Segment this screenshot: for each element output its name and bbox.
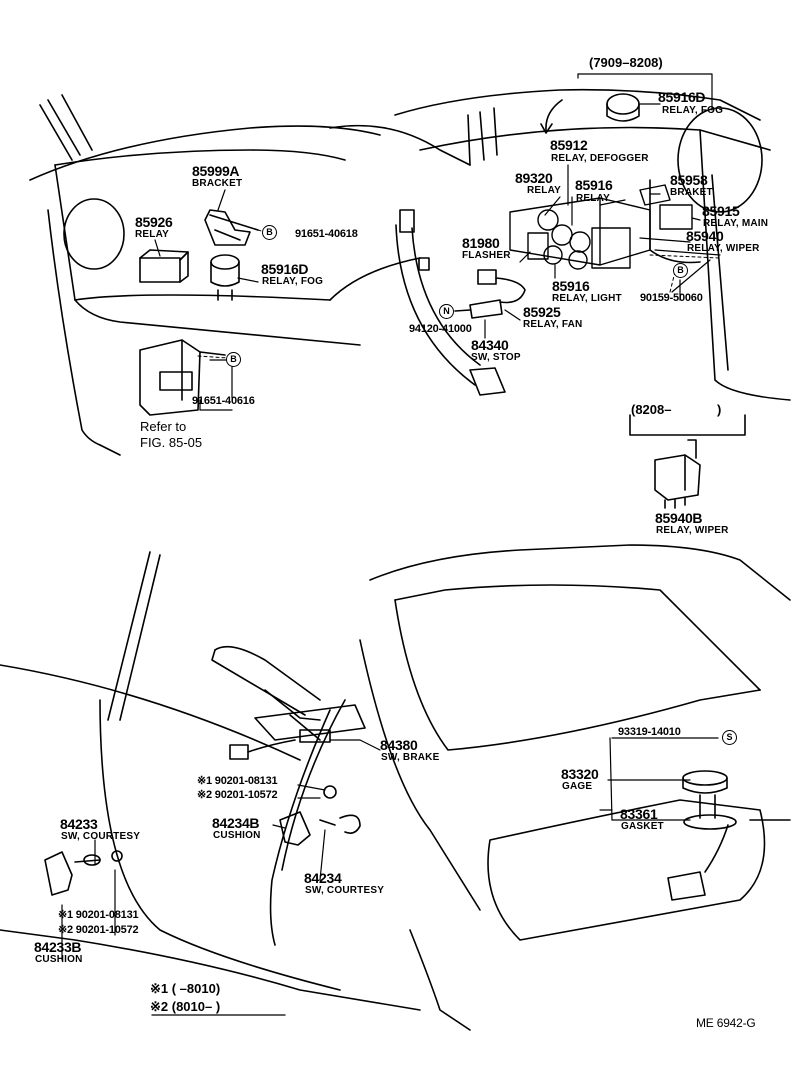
part-name-gasket: GASKET [621, 821, 664, 832]
relay-cluster [509, 184, 693, 270]
bolt-note2-lower: ※2 90201-10572 [58, 924, 139, 936]
part-name-relay-light: RELAY, LIGHT [552, 293, 622, 304]
marker-b-2: B [226, 352, 241, 367]
legend-row-2: ※2 (8010– ) [150, 999, 221, 1014]
bolt-note1-upper: ※1 90201-08131 [197, 775, 278, 787]
bolt-93319-14010: 93319-14010 [618, 726, 681, 738]
bolt-note2-upper: ※2 90201-10572 [197, 789, 278, 801]
part-name-relay-fog-top: RELAY, FOG [662, 105, 724, 116]
drawing-code: ME 6942-G [696, 1016, 756, 1030]
brake-pedal [395, 209, 506, 396]
part-number-84233b: 84233B [34, 939, 82, 955]
courtesy-switch-mid [279, 785, 361, 846]
part-name-relay-wiper-inset: RELAY, WIPER [656, 525, 729, 536]
parking-brake [211, 645, 366, 760]
part-name-sw-stop: SW, STOP [471, 352, 521, 363]
relay-fog-top [540, 93, 640, 134]
inset-date-close: ) [717, 402, 722, 417]
courtesy-switch-left [44, 850, 123, 896]
part-number-85916-mid: 85916 [575, 177, 613, 193]
part-number-85915: 85915 [702, 203, 740, 219]
part-number-85925: 85925 [523, 304, 561, 320]
part-name-sw-brake: SW, BRAKE [381, 752, 440, 763]
part-name-cushion-84234b: CUSHION [213, 830, 261, 841]
leader-lines [61, 73, 721, 961]
part-number-85940: 85940 [686, 228, 724, 244]
part-name-relay-fan: RELAY, FAN [523, 319, 583, 330]
part-number-84234: 84234 [304, 870, 342, 886]
refer-line-1: Refer to [140, 419, 187, 434]
part-name-braket: BRAKET [670, 187, 713, 198]
part-number-83361: 83361 [620, 806, 658, 822]
part-number-85916-light: 85916 [552, 278, 590, 294]
part-number-84340: 84340 [471, 337, 509, 353]
part-number-85940b: 85940B [655, 510, 703, 526]
part-number-85916d-top: 85916D [658, 89, 706, 105]
part-name-relay-89320: RELAY [527, 185, 561, 196]
left-relays [139, 209, 259, 416]
refer-line-2: FIG. 85-05 [140, 435, 203, 450]
part-name-sw-courtesy-84234: SW, COURTESY [305, 885, 385, 896]
lower-right-body [359, 544, 791, 1031]
bolt-94120-41000: 94120-41000 [409, 323, 472, 335]
bolt-note1-lower: ※1 90201-08131 [58, 909, 139, 921]
bolt-91651-40616: 91651-40616 [192, 395, 255, 407]
marker-n: N [439, 304, 454, 319]
part-name-relay-fog-left: RELAY, FOG [262, 276, 324, 287]
part-number-84380: 84380 [380, 737, 418, 753]
part-number-89320: 89320 [515, 170, 553, 186]
inset-relay [629, 414, 746, 509]
part-number-81980: 81980 [462, 235, 500, 251]
part-name-gage: GAGE [562, 781, 593, 792]
left-dashboard-outline [29, 94, 381, 456]
part-name-bracket: BRACKET [192, 178, 243, 189]
part-number-85958: 85958 [670, 172, 708, 188]
lower-left-body [0, 551, 421, 1011]
right-dashboard-outline [329, 88, 791, 401]
part-number-84233: 84233 [60, 816, 98, 832]
inset-date-range: (8208– [631, 402, 672, 417]
bolt-91651-40618: 91651-40618 [295, 228, 358, 240]
part-number-85999a: 85999A [192, 163, 240, 179]
part-name-sw-courtesy-84233: SW, COURTESY [61, 831, 141, 842]
fuel-gage [667, 770, 737, 901]
part-name-relay-85926: RELAY [135, 229, 169, 240]
bolt-90159-50060: 90159-50060 [640, 292, 703, 304]
marker-b-1: B [262, 225, 277, 240]
part-name-relay-main: RELAY, MAIN [703, 218, 769, 229]
marker-b-3: B [673, 263, 688, 278]
part-name-flasher: FLASHER [462, 250, 511, 261]
marker-s: S [722, 730, 737, 745]
part-name-relay-85916-mid: RELAY [576, 193, 610, 204]
part-name-cushion-84233b: CUSHION [35, 954, 83, 965]
part-number-84234b: 84234B [212, 815, 260, 831]
part-name-relay-wiper: RELAY, WIPER [687, 243, 760, 254]
part-number-85926: 85926 [135, 214, 173, 230]
part-number-83320: 83320 [561, 766, 599, 782]
part-number-85912: 85912 [550, 137, 588, 153]
part-number-85916d-left: 85916D [261, 261, 309, 277]
top-date-range: (7909–8208) [589, 55, 663, 70]
legend-row-1: ※1 ( –8010) [150, 981, 221, 996]
part-name-relay-defogger: RELAY, DEFOGGER [551, 153, 649, 164]
